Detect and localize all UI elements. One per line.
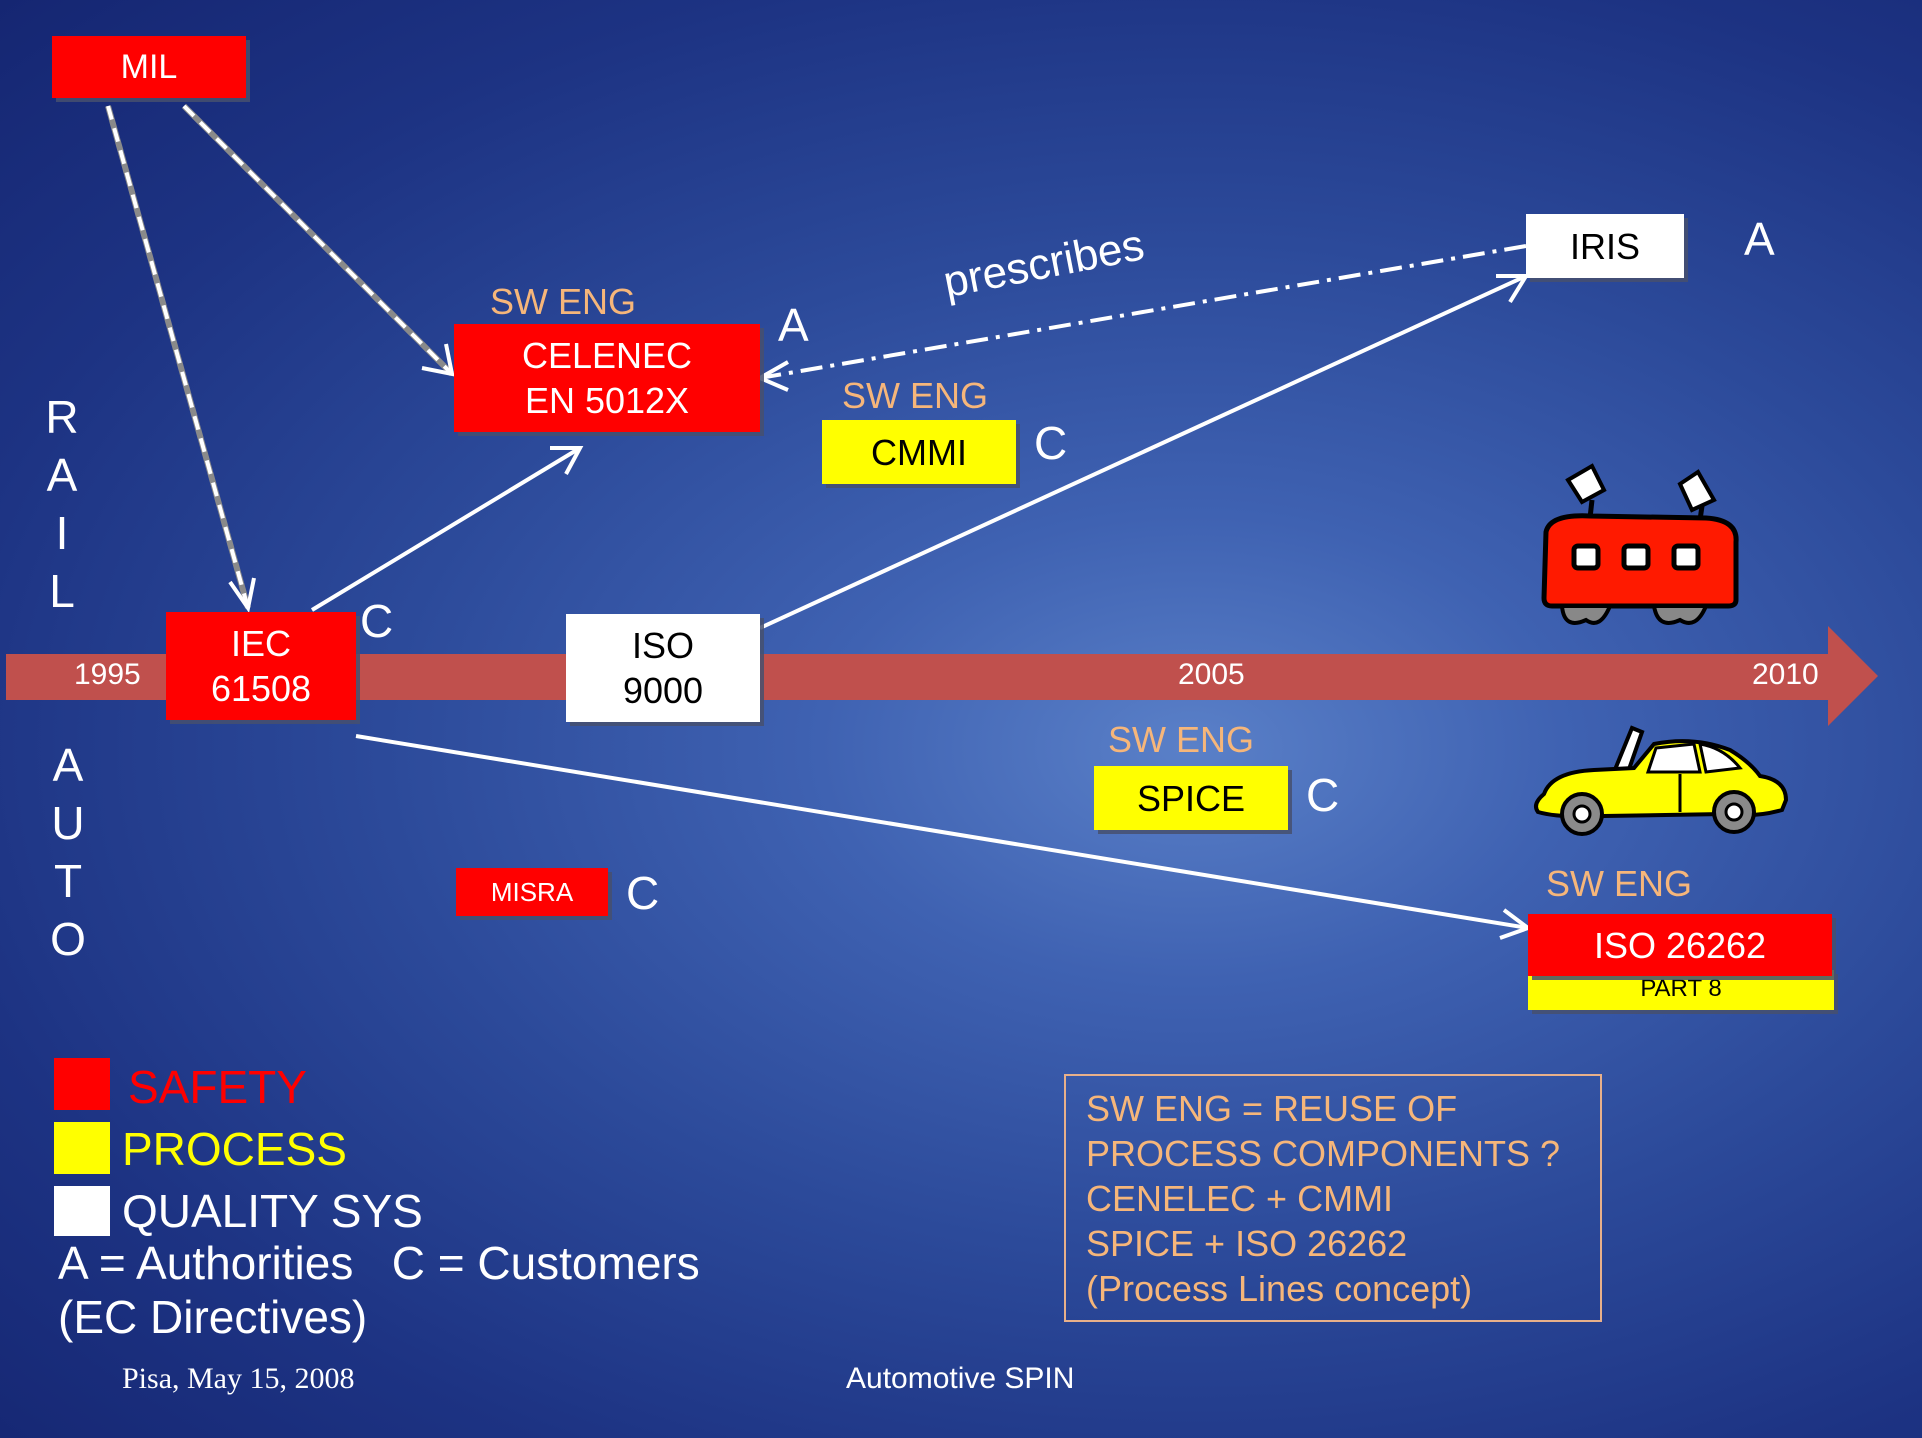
timeline-year-2010: 2010	[1752, 658, 1819, 691]
iso9000-label-line1: ISO	[631, 625, 694, 666]
iris-label: IRIS	[1569, 225, 1640, 267]
mil-label: MIL	[120, 47, 178, 86]
iso26262-box: ISO 26262	[1528, 914, 1832, 976]
note-line: (Process Lines concept)	[1086, 1268, 1473, 1309]
iec-label-line2: 61508	[210, 668, 312, 709]
footer-date: Pisa, May 15, 2008	[122, 1362, 355, 1395]
celenec-label-line1: CELENEC	[521, 335, 693, 376]
iso26262-sw-eng-label: SW ENG	[1546, 863, 1693, 904]
rail-side-label: R A I L	[32, 388, 92, 620]
iec-customer-marker: C	[360, 595, 394, 647]
legend-process-swatch	[54, 1122, 110, 1174]
iris-authority-marker: A	[1744, 213, 1775, 265]
spice-sw-eng-label: SW ENG	[1108, 719, 1255, 760]
car-icon	[1534, 725, 1789, 836]
legend-quality-label: QUALITY SYS	[122, 1185, 423, 1237]
iris-box: IRIS	[1526, 214, 1684, 278]
note-box: SW ENG = REUSE OF PROCESS COMPONENTS ? C…	[1064, 1074, 1602, 1322]
cmmi-label: CMMI	[871, 431, 967, 473]
timeline-year-1995: 1995	[74, 658, 141, 691]
legend-process-label: PROCESS	[122, 1123, 347, 1175]
mil-to-iec-arrow	[105, 105, 256, 614]
train-icon	[1541, 463, 1739, 625]
iso26262-label: ISO 26262	[1593, 924, 1767, 966]
legend-quality-swatch	[54, 1186, 110, 1236]
iris-prescribes-celenec-arrow	[755, 244, 1527, 392]
iso26262-part8-box: PART 8	[1528, 970, 1834, 1010]
celenec-authority-marker: A	[778, 299, 809, 351]
rail-letter: A	[46, 449, 78, 501]
auto-letter: O	[50, 913, 86, 965]
misra-customer-marker: C	[626, 867, 660, 919]
rail-letter: R	[45, 391, 79, 443]
rail-letter: I	[55, 507, 69, 559]
iso-9000-box: ISO 9000	[566, 614, 760, 722]
spice-label: SPICE	[1136, 777, 1246, 819]
celenec-label-line2: EN 5012X	[524, 380, 690, 421]
mil-box: MIL	[52, 36, 246, 98]
note-line: SPICE + ISO 26262	[1086, 1223, 1408, 1264]
timeline-year-2005: 2005	[1178, 658, 1245, 691]
spice-customer-marker: C	[1306, 769, 1340, 821]
legend-key-line2: (EC Directives)	[58, 1291, 368, 1343]
legend-safety-swatch	[54, 1058, 110, 1110]
spice-box: SPICE	[1094, 766, 1288, 830]
cmmi-sw-eng-label: SW ENG	[842, 375, 989, 416]
cmmi-box: CMMI	[822, 420, 1016, 484]
auto-letter: T	[53, 855, 83, 907]
iec-to-celenec-arrow	[310, 446, 584, 612]
iso9000-label-line2: 9000	[622, 670, 704, 711]
note-line: SW ENG = REUSE OF	[1086, 1088, 1458, 1129]
legend-safety-label: SAFETY	[128, 1061, 307, 1113]
part8-label: PART 8	[1640, 975, 1722, 1002]
note-line: PROCESS COMPONENTS ?	[1086, 1133, 1561, 1174]
auto-letter: A	[52, 739, 84, 791]
footer-title: Automotive SPIN	[846, 1362, 1075, 1395]
celenec-box: CELENEC EN 5012X	[454, 324, 760, 432]
legend-key-line: A = Authorities C = Customers	[58, 1237, 700, 1289]
misra-box: MISRA	[456, 868, 608, 916]
iec-label-line1: IEC	[230, 623, 291, 664]
mil-to-celenec-arrow	[181, 103, 455, 377]
auto-side-label: A U T O	[38, 736, 98, 968]
rail-letter: L	[49, 565, 75, 617]
misra-label: MISRA	[490, 876, 574, 907]
note-line: CENELEC + CMMI	[1086, 1178, 1394, 1219]
celenec-sw-eng-label: SW ENG	[490, 281, 637, 322]
cmmi-customer-marker: C	[1034, 417, 1068, 469]
auto-letter: U	[51, 797, 85, 849]
iec-61508-box: IEC 61508	[166, 612, 356, 720]
